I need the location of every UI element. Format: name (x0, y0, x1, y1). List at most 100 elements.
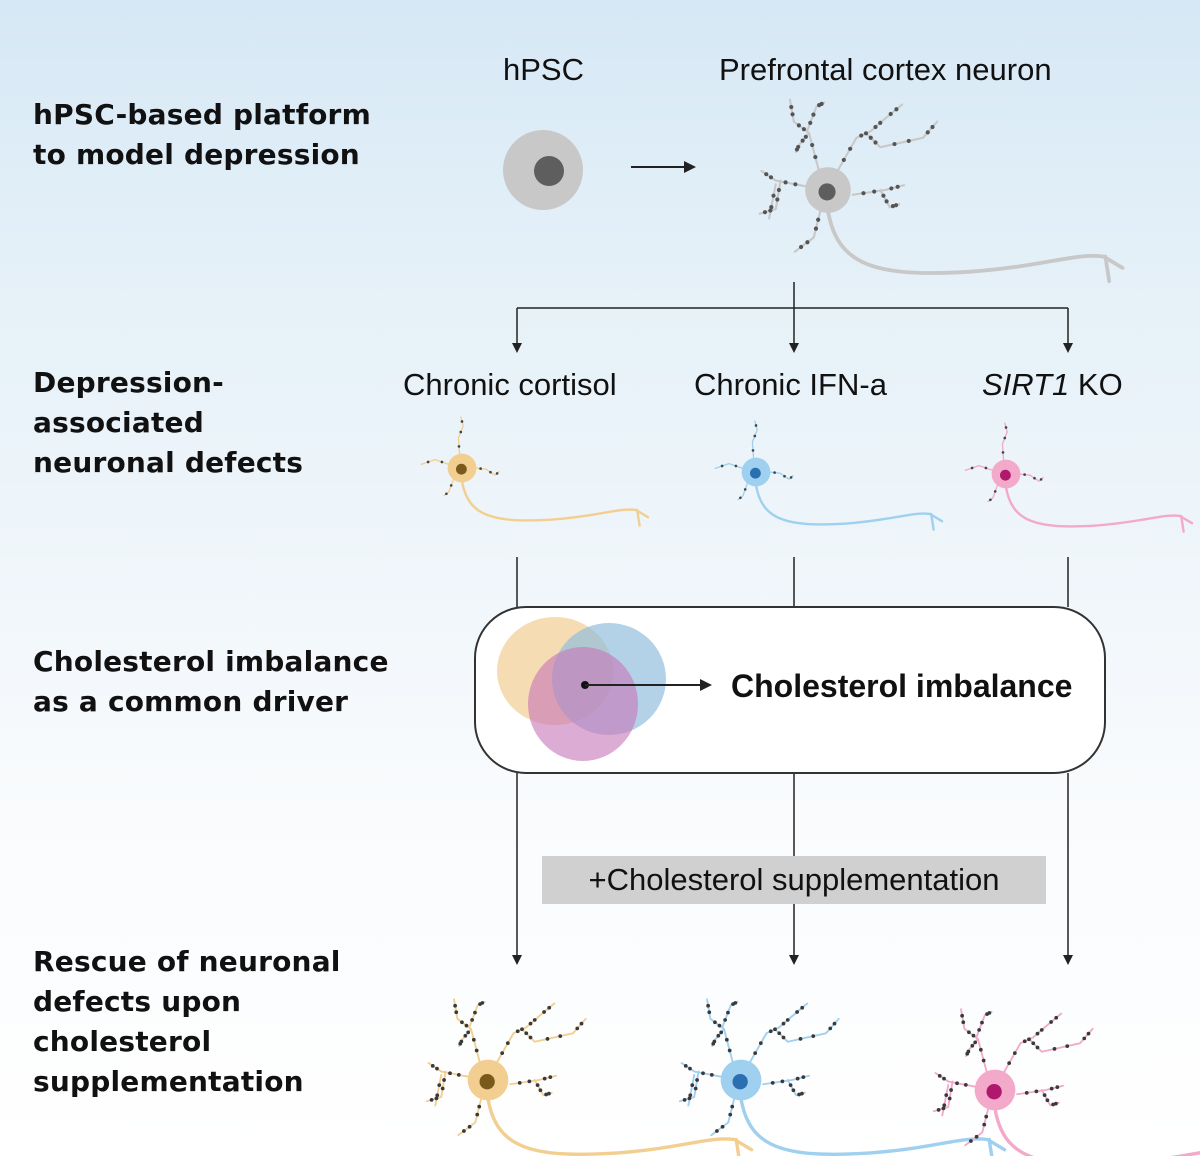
dendritic-spine (547, 1091, 551, 1096)
dendritic-spine (1052, 1047, 1057, 1051)
dendritic-spine (1065, 1044, 1070, 1048)
row-label-driver: Cholesterol imbalance as a common driver (33, 645, 389, 718)
dendritic-spine (906, 138, 911, 144)
dendritic-spine (783, 474, 786, 478)
dendritic-spine (709, 1073, 714, 1077)
dendritic-spine (795, 1076, 800, 1081)
dendritic-spine (873, 140, 878, 145)
dendrite (714, 462, 744, 470)
dendritic-spine (713, 1020, 717, 1025)
dendritic-spine (754, 424, 758, 427)
dendritic-spine (435, 1093, 440, 1098)
dendritic-spine (960, 1013, 965, 1018)
dendritic-spine (944, 1093, 949, 1097)
dendritic-spine (717, 1023, 722, 1028)
dendritic-spine (798, 1037, 803, 1041)
dendrite (453, 998, 481, 1063)
dendritic-spine (971, 1033, 976, 1038)
hpsc-cell-nucleus (534, 156, 564, 186)
cholesterol-imbalance-label: Cholesterol imbalance (731, 668, 1073, 704)
dendritic-spine (1055, 1085, 1060, 1090)
dendritic-spine (1012, 1051, 1017, 1056)
nucleus (986, 1084, 1002, 1100)
dendritic-spine (783, 180, 788, 185)
dendritic-spine (762, 210, 768, 215)
dendritic-spine (1003, 436, 1007, 440)
dendritic-spine (456, 1073, 461, 1077)
dendritic-spine (773, 471, 776, 474)
dendritic-spine (460, 420, 464, 423)
dendritic-spine (716, 1033, 721, 1038)
dendritic-spine (974, 1134, 979, 1139)
dendritic-spine (479, 467, 482, 470)
dendritic-spine (517, 1080, 522, 1085)
dendritic-spine (720, 1124, 725, 1129)
rescued-neuron-ifn (678, 998, 1007, 1156)
dendritic-spine (706, 1003, 711, 1008)
dendritic-spine (548, 1075, 553, 1080)
dendritic-spine (1051, 1102, 1055, 1107)
dendritic-spine (435, 1066, 439, 1071)
dendritic-spine (863, 131, 869, 136)
dendritic-spine (811, 1034, 816, 1038)
axon (486, 1097, 754, 1156)
dendritic-spine (462, 1129, 466, 1133)
dendritic-spine (751, 449, 755, 452)
dendritic-spine (753, 1051, 758, 1055)
dendritic-spine (977, 1028, 982, 1032)
dendritic-spine (813, 154, 818, 160)
dendritic-spine (1034, 1089, 1039, 1094)
dendritic-spine (449, 484, 453, 487)
dendritic-spine (579, 1021, 584, 1026)
dendritic-spine (434, 1096, 439, 1101)
dendritic-spine (764, 172, 769, 177)
dendritic-spine (967, 1030, 971, 1035)
dendritic-spine (1086, 1031, 1091, 1036)
condition-label-ifn: Chronic IFN-a (694, 367, 887, 402)
dendritic-spine (947, 1096, 952, 1101)
dendritic-spine (795, 1010, 799, 1014)
dendritic-spine (535, 1083, 540, 1087)
prefrontal-neuron-label: Prefrontal cortex neuron (719, 52, 1052, 87)
dendritic-spine (848, 146, 853, 151)
dendritic-spine (776, 187, 782, 193)
dendritic-spine (1024, 1090, 1029, 1095)
dendritic-spine (770, 1080, 775, 1085)
dendritic-spine (963, 1083, 968, 1087)
dendritic-spine (810, 142, 815, 148)
dendritic-spine (520, 1027, 524, 1032)
dendritic-spine (475, 1112, 480, 1117)
dendritic-spine (480, 1001, 485, 1005)
dendritic-spine (893, 203, 899, 208)
dendritic-spine (1007, 1061, 1012, 1065)
dendritic-spine (984, 466, 988, 470)
dendritic-spine (781, 1021, 786, 1026)
dendritic-spine (969, 1139, 973, 1143)
dendritic-spine (734, 464, 738, 468)
dendritic-spine (890, 204, 896, 209)
dendritic-spine (769, 205, 774, 210)
dendritic-spine (803, 134, 808, 139)
dendritic-spine (495, 472, 499, 475)
dendritic-spine (1027, 1037, 1031, 1042)
dendritic-spine (687, 1096, 692, 1101)
dendritic-spine (785, 1018, 790, 1022)
dendritic-spine (800, 1091, 804, 1096)
dendritic-spine (1035, 1031, 1040, 1036)
dendritic-spine (558, 1034, 563, 1038)
dendrite (1028, 1027, 1094, 1053)
dendritic-spine (1039, 1028, 1044, 1032)
dendritic-spine (688, 1093, 693, 1098)
dendritic-spine (794, 147, 800, 152)
cholesterol-supplementation-box: +Cholesterol supplementation (542, 856, 1046, 904)
dendritic-spine (949, 1088, 953, 1092)
dendritic-spine (544, 1092, 548, 1097)
dendritic-spine (715, 1129, 719, 1133)
nucleus (750, 467, 761, 479)
dendritic-spine (793, 182, 798, 187)
dendritic-spine (743, 488, 747, 491)
dendritic-spine (753, 434, 757, 438)
dendritic-spine (682, 1097, 687, 1102)
nucleus (732, 1074, 748, 1090)
